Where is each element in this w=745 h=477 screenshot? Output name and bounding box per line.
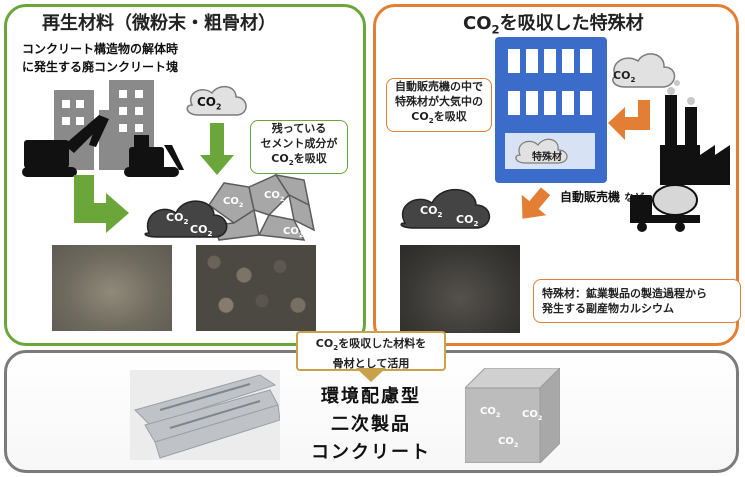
bulldozer-icon <box>124 135 184 177</box>
left-caption-line1: コンクリート構造物の解体時 <box>22 42 179 56</box>
factory-icon <box>660 95 730 185</box>
fine-powder-photo <box>52 245 172 331</box>
bottom-panel <box>4 350 739 473</box>
vending-machine-label: 自動販売機 など <box>560 190 645 204</box>
mixer-truck-icon <box>630 184 700 232</box>
co2-label-cloud-1: CO2 <box>166 211 189 227</box>
right-callout: 自動販売機の中で 特殊材が大気中の CO2を吸収 <box>386 78 492 132</box>
right-panel-title: CO2を吸収した特殊材 <box>463 13 644 37</box>
co2-cloud-dark-icon <box>400 188 491 229</box>
co2-cloud-right-icon <box>612 53 676 88</box>
co2-label-right-cloud-1: CO2 <box>420 204 443 220</box>
co2-label-rubble-3: CO2 <box>283 226 304 239</box>
co2-label-top: CO2 <box>197 95 222 112</box>
bottom-product-title: 環境配慮型 二次製品 コンクリート <box>311 386 431 463</box>
down-orange-arrow-icon <box>521 187 551 219</box>
concrete-products-photo <box>130 370 280 460</box>
middle-label-box: CO2を吸収した材料を 骨材として活用 <box>296 331 446 371</box>
coarse-aggregate-photo <box>196 245 316 331</box>
down-green-arrow-icon <box>200 123 234 175</box>
co2-label-right-top: CO2 <box>613 69 636 85</box>
left-callout: 残っている セメント成分が CO2を吸収 <box>250 120 348 174</box>
co2-label-rubble-2: CO2 <box>264 190 285 203</box>
co2-label-cube-2: CO2 <box>522 409 543 422</box>
co2-label-rubble-1: CO2 <box>223 196 244 209</box>
right-orange-arrow-icon <box>608 100 650 140</box>
co2-label-cube-3: CO2 <box>498 436 519 449</box>
special-material-note: 特殊材：鉱業製品の製造過程から 発生する副産物カルシウム <box>533 279 741 323</box>
co2-label-cloud-2: CO2 <box>190 223 213 239</box>
rubble-icon <box>207 173 316 241</box>
right-illustration <box>400 37 730 232</box>
left-panel-title: 再生材料（微粉末・粗骨材） <box>42 13 276 34</box>
co2-label-right-cloud-2: CO2 <box>456 213 479 229</box>
special-material-photo <box>400 245 520 333</box>
excavator-icon <box>22 115 109 177</box>
concrete-cube-icon <box>465 368 560 463</box>
co2-label-cube-1: CO2 <box>480 406 501 419</box>
left-caption-line2: に発生する廃コンクリート塊 <box>22 60 179 74</box>
co2-cloud-large-icon <box>144 200 228 238</box>
middle-down-arrow-icon <box>356 368 386 382</box>
inner-cloud-icon <box>515 138 568 164</box>
special-material-label: 特殊材 <box>532 152 562 163</box>
left-green-arrow-icon <box>74 175 129 233</box>
co2-cloud-icon <box>186 85 247 116</box>
left-illustration <box>22 80 316 241</box>
